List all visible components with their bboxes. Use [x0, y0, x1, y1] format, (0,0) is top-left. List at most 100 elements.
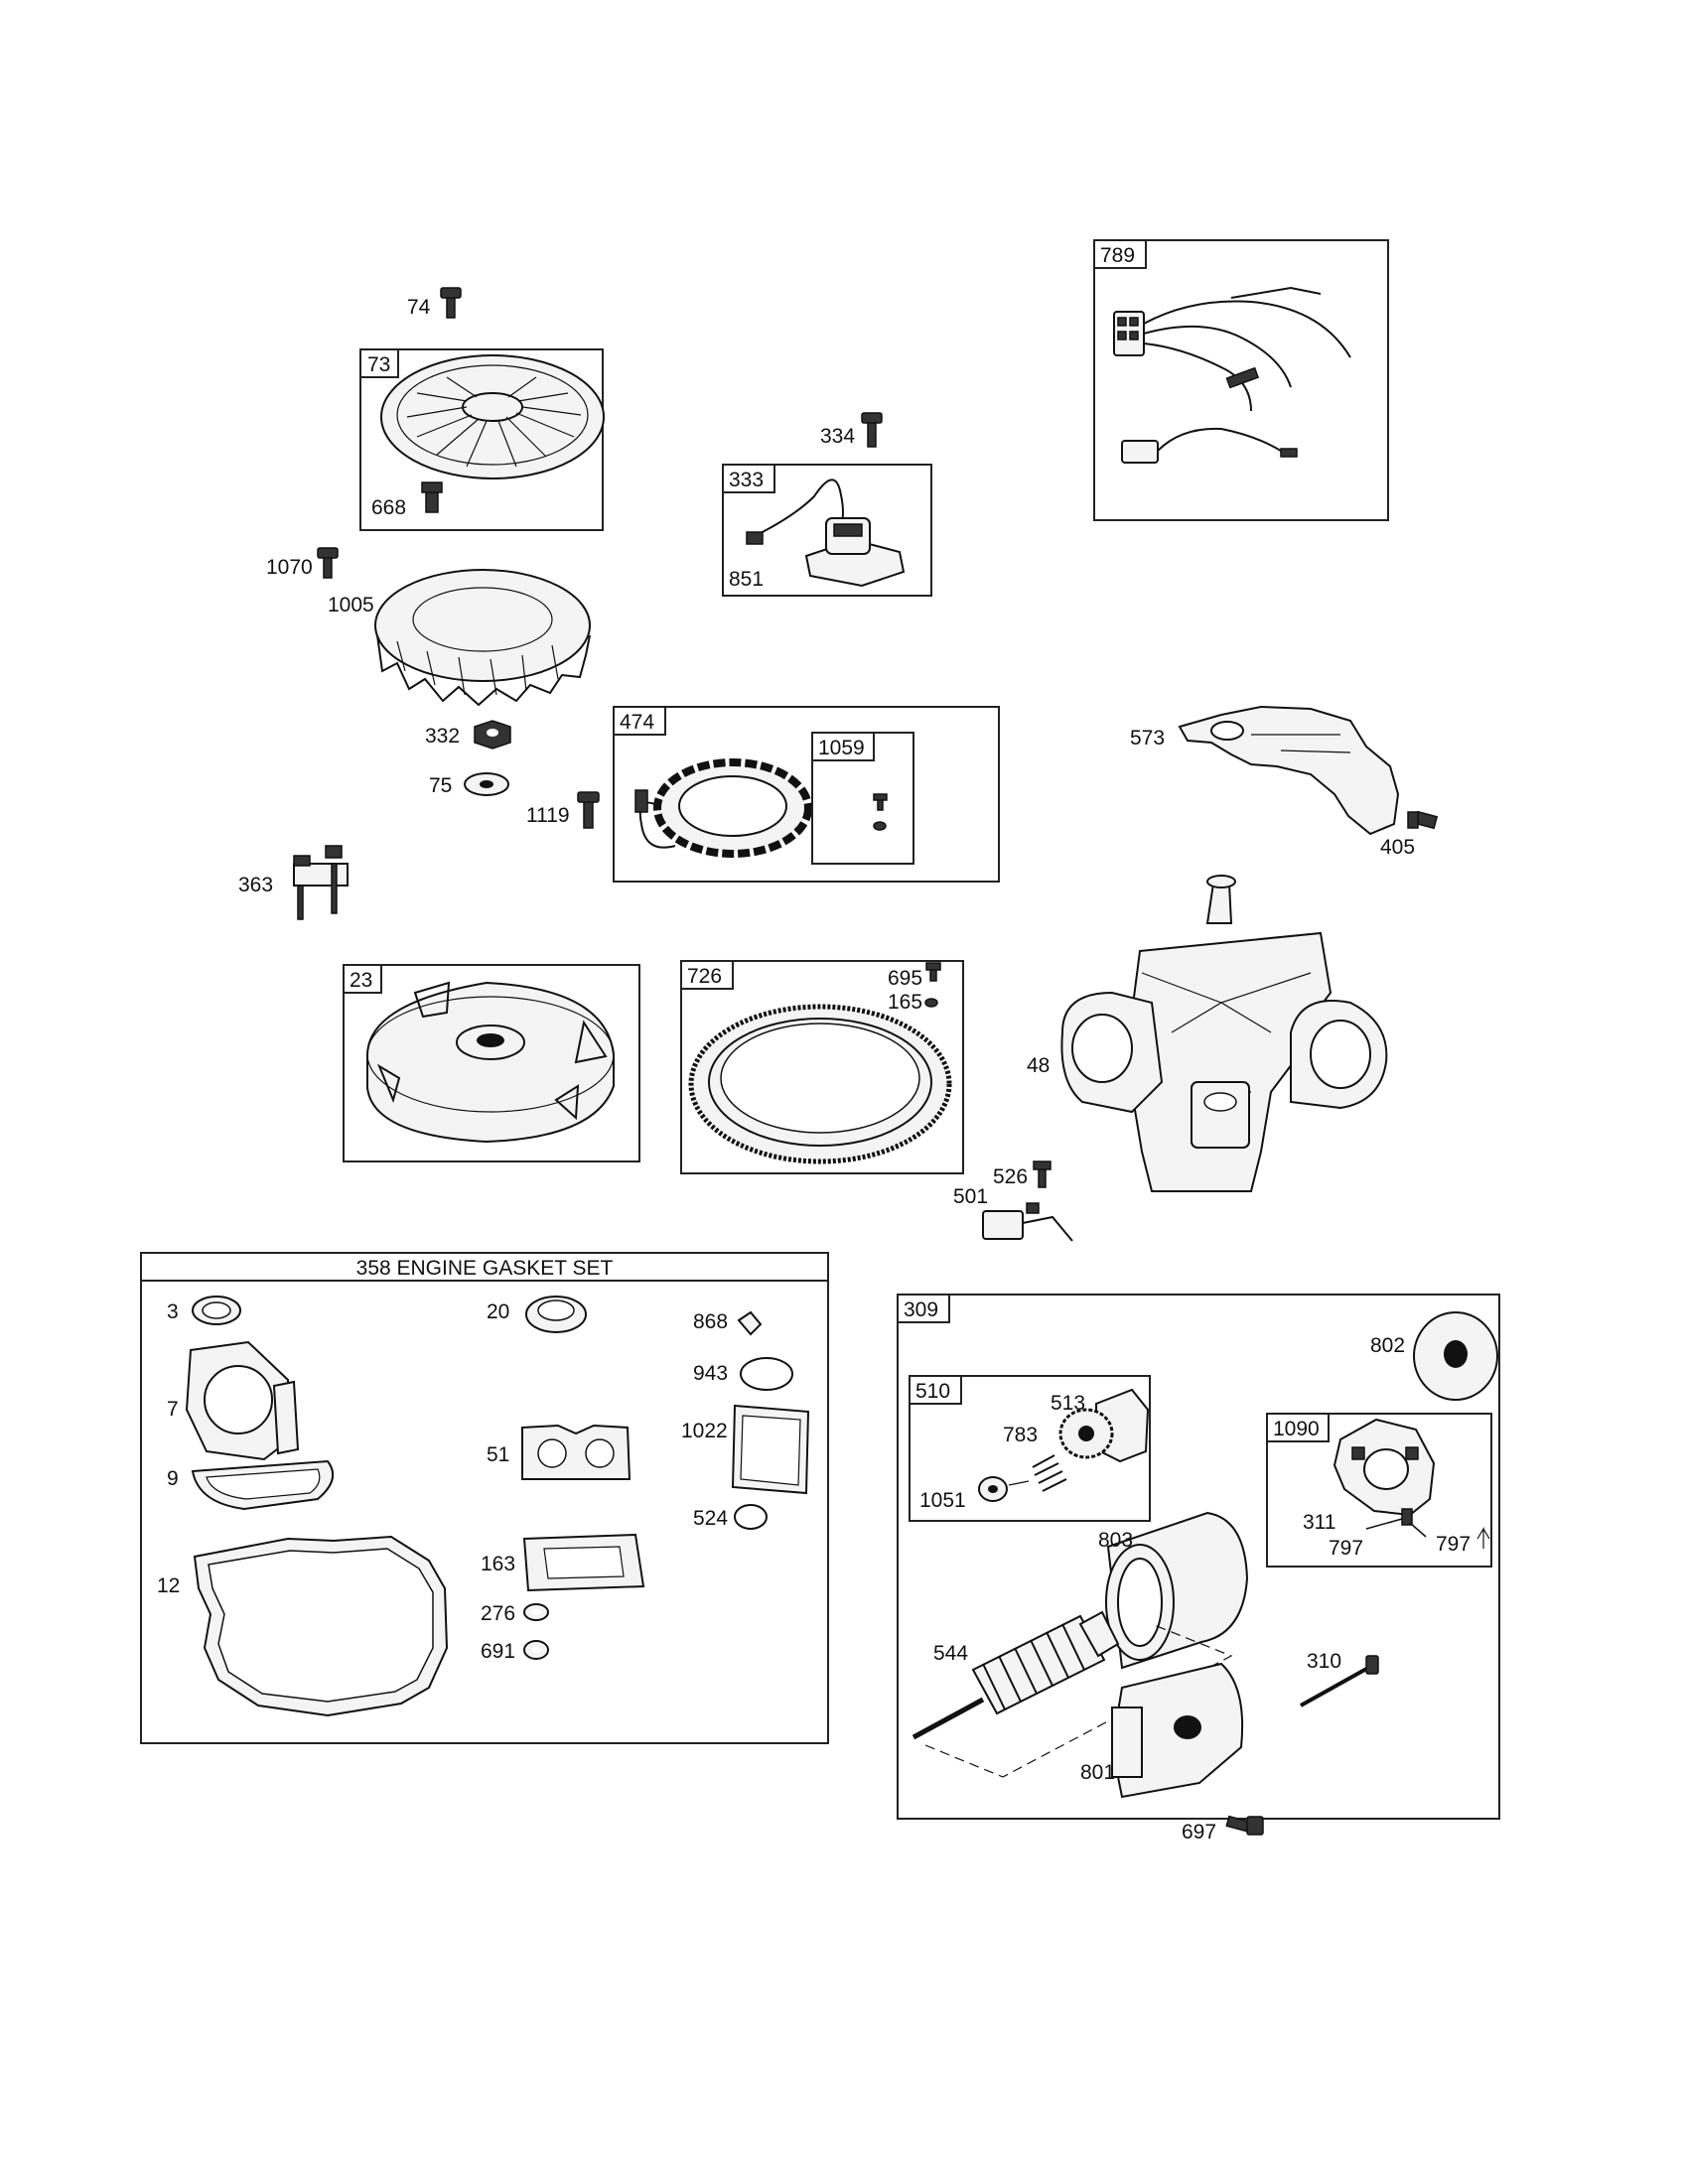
- part-332-nut: [474, 720, 511, 750]
- part-544-armature: [912, 1610, 1120, 1740]
- part-1070-bolt: [317, 547, 339, 579]
- box-358-gasket-set: [140, 1252, 829, 1744]
- label-332: 332: [425, 725, 460, 748]
- label-691: 691: [481, 1640, 515, 1663]
- label-524: 524: [693, 1507, 728, 1530]
- label-12: 12: [157, 1574, 180, 1597]
- part-405-bolt: [1407, 810, 1439, 830]
- arrow-icon: [1476, 1526, 1490, 1549]
- part-803-housing: [1105, 1511, 1249, 1670]
- box-474: [613, 706, 1000, 883]
- label-7: 7: [167, 1398, 179, 1421]
- part-1059-hardware: [873, 793, 888, 831]
- label-943: 943: [693, 1362, 728, 1385]
- box-726: [680, 960, 964, 1174]
- box-73-tag: [359, 348, 399, 378]
- part-310-through-bolt: [1300, 1655, 1379, 1707]
- box-309-label: 309: [904, 1298, 938, 1321]
- box-1059-label: 1059: [818, 737, 865, 759]
- label-311: 311: [1303, 1511, 1335, 1534]
- gasket-set-title: 358 ENGINE GASKET SET: [356, 1257, 614, 1280]
- part-691-washer: [523, 1640, 549, 1660]
- part-943-o-ring: [740, 1357, 793, 1391]
- label-363: 363: [238, 874, 273, 896]
- label-526: 526: [993, 1165, 1028, 1188]
- box-789: [1093, 239, 1389, 521]
- box-726-tag: [680, 960, 734, 990]
- part-1090-brush-holder: [1333, 1418, 1436, 1538]
- box-23-label: 23: [350, 969, 372, 992]
- box-510-tag: [909, 1375, 962, 1405]
- label-1022: 1022: [681, 1420, 728, 1442]
- box-73-label: 73: [367, 353, 390, 376]
- box-1090-label: 1090: [1273, 1418, 1320, 1440]
- label-276: 276: [481, 1602, 515, 1625]
- label-544: 544: [933, 1642, 968, 1665]
- label-868: 868: [693, 1310, 728, 1333]
- part-51-intake-gasket: [521, 1424, 632, 1480]
- part-165-washer: [924, 998, 938, 1008]
- label-695: 695: [888, 967, 922, 990]
- part-73-rotating-screen: [380, 354, 605, 479]
- part-697-bolt: [1225, 1815, 1264, 1836]
- part-9-gasket: [191, 1459, 335, 1511]
- label-851: 851: [729, 568, 764, 591]
- part-276-washer: [523, 1603, 549, 1621]
- part-668-screw: [421, 481, 443, 513]
- label-801: 801: [1080, 1761, 1115, 1784]
- part-1005-flywheel-fan: [374, 569, 591, 707]
- label-74: 74: [407, 296, 431, 319]
- box-474-label: 474: [620, 711, 654, 734]
- box-726-label: 726: [687, 965, 722, 988]
- label-165: 165: [888, 991, 922, 1014]
- part-789-wire-harness: [1113, 286, 1351, 464]
- part-48-crankcase: [1060, 875, 1388, 1192]
- part-23-flywheel: [366, 981, 615, 1144]
- label-1051: 1051: [919, 1489, 966, 1512]
- part-524-o-ring: [734, 1504, 768, 1530]
- label-1119: 1119: [526, 804, 570, 827]
- part-163-gasket: [522, 1533, 645, 1592]
- label-48: 48: [1027, 1054, 1050, 1077]
- part-363-bracket: [293, 845, 349, 920]
- part-334-bolt: [861, 412, 883, 448]
- label-75: 75: [429, 774, 452, 797]
- label-20: 20: [487, 1300, 509, 1323]
- label-405: 405: [1380, 836, 1415, 859]
- part-695-screw: [925, 962, 941, 982]
- box-1090-tag: [1266, 1413, 1330, 1442]
- part-802-end-cap: [1413, 1311, 1498, 1401]
- label-501: 501: [953, 1185, 988, 1208]
- part-501-rectifier: [982, 1202, 1073, 1242]
- box-510-drive-kit: [909, 1375, 1151, 1522]
- label-797-a: 797: [1329, 1537, 1363, 1560]
- box-510-label: 510: [915, 1380, 950, 1403]
- label-513: 513: [1051, 1392, 1085, 1415]
- part-1022-gasket: [731, 1404, 810, 1495]
- box-1090-brush-kit: [1266, 1413, 1492, 1568]
- box-333: [722, 464, 932, 597]
- label-668: 668: [371, 496, 406, 519]
- label-3: 3: [167, 1300, 179, 1323]
- label-697: 697: [1182, 1821, 1216, 1843]
- part-510-drive: [978, 1388, 1150, 1502]
- box-474-tag: [613, 706, 666, 736]
- label-1005: 1005: [328, 594, 374, 616]
- label-51: 51: [487, 1443, 509, 1466]
- part-333-ignition-coil: [746, 478, 906, 588]
- box-1059-tag: [811, 732, 875, 761]
- label-334: 334: [820, 425, 855, 448]
- part-868-plug: [737, 1310, 763, 1336]
- part-474-stator: [634, 758, 812, 858]
- box-789-tag: [1093, 239, 1147, 269]
- part-726-ring-gear: [688, 1004, 952, 1164]
- label-1070: 1070: [266, 556, 313, 579]
- label-802: 802: [1370, 1334, 1405, 1357]
- box-23-tag: [343, 964, 382, 994]
- part-7-head-gasket: [185, 1340, 300, 1461]
- part-12-crankcase-gasket: [193, 1535, 449, 1717]
- box-789-label: 789: [1100, 244, 1135, 267]
- label-573: 573: [1130, 727, 1165, 750]
- part-20-oil-seal: [525, 1296, 587, 1333]
